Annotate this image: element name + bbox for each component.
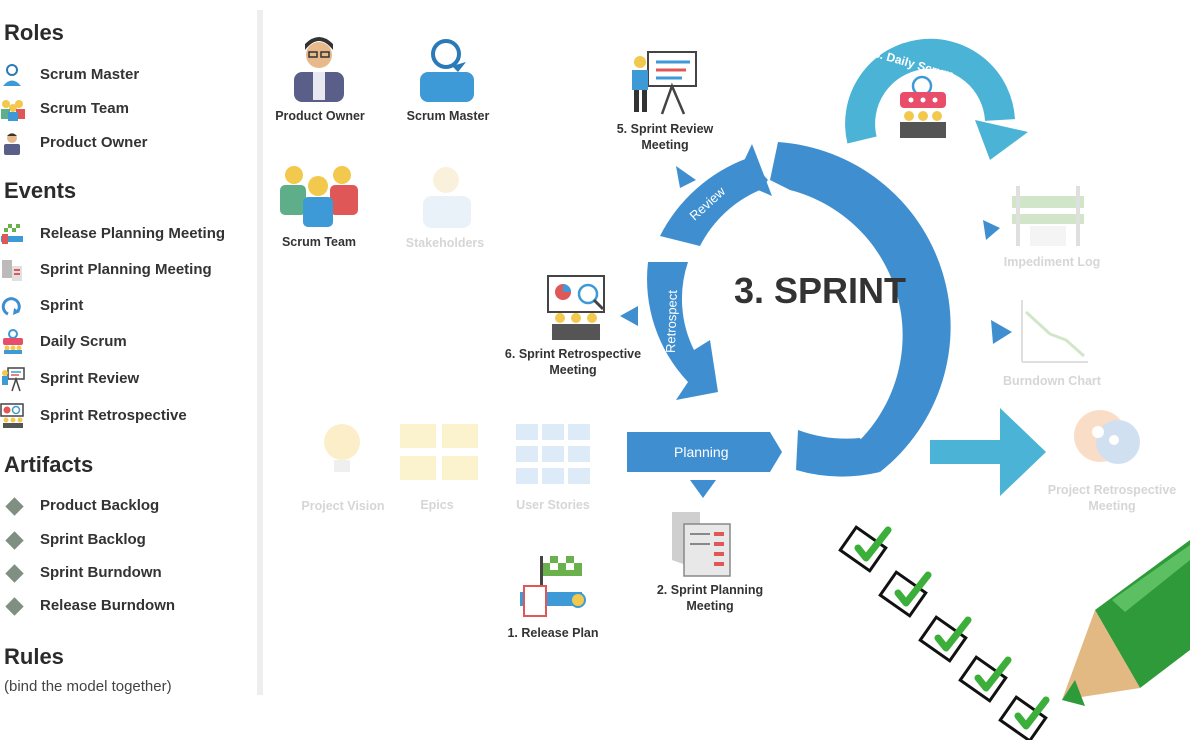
role-item-scrum-master: Scrum Master: [0, 62, 139, 88]
impediment-log-icon: [1012, 186, 1084, 246]
artifact-label: Product Backlog: [40, 497, 160, 514]
scrum-master-label: Scrum Master: [406, 109, 490, 123]
role-label: Product Owner: [40, 134, 148, 151]
rules-note: (bind the model together): [4, 678, 172, 695]
event-label: Sprint Review: [40, 370, 140, 387]
project-retro-arrow: [930, 408, 1046, 496]
event-label: Daily Scrum: [40, 333, 127, 350]
impediment-log-label: Impediment Log: [1003, 255, 1101, 269]
retrospect-label: Retrospect: [662, 289, 681, 354]
daily-scrum-arrow: [845, 38, 1028, 160]
stakeholders-icon: [423, 167, 471, 228]
scrum-master-icon: [0, 62, 30, 88]
project-retro-label: Project Retrospective Meeting: [1047, 483, 1177, 513]
roles-title: Roles: [4, 20, 64, 45]
scrum-team-label: Scrum Team: [281, 235, 357, 249]
release-plan-icon: [520, 556, 586, 617]
product-owner-icon: [294, 37, 344, 102]
sprint-icon: [0, 293, 30, 319]
release-planning-icon: [0, 221, 30, 247]
role-label: Scrum Master: [40, 66, 140, 83]
artifact-label: Release Burndown: [40, 597, 176, 614]
artifact-item: Sprint Burndown: [0, 560, 162, 586]
event-item-sprint-retrospective: Sprint Retrospective: [0, 403, 187, 429]
rules-title: Rules: [4, 644, 64, 669]
daily-scrum-icon: [900, 75, 946, 138]
stakeholders-label: Stakeholders: [405, 236, 485, 250]
event-item-daily-scrum: Daily Scrum: [0, 329, 127, 355]
role-label: Scrum Team: [40, 100, 129, 117]
sprint-review-label: 5. Sprint Review Meeting: [616, 122, 714, 152]
artifact-label: Sprint Backlog: [40, 531, 146, 548]
sprint-title: 3. SPRINT: [734, 270, 907, 311]
artifact-label: Sprint Burndown: [40, 564, 162, 581]
checklist-icon: [838, 525, 1050, 740]
planning-segment: [627, 432, 782, 472]
artifact-item: Release Burndown: [0, 593, 175, 619]
sprint-retrospective-icon: [0, 403, 30, 429]
event-item-release-planning: Release Planning Meeting: [0, 221, 225, 247]
event-item-sprint-planning: Sprint Planning Meeting: [0, 257, 212, 283]
user-stories-label: User Stories: [516, 498, 590, 512]
project-vision-icon: [324, 424, 360, 472]
role-item-scrum-team: Scrum Team: [0, 96, 129, 122]
scrum-master-icon: [420, 39, 474, 102]
artifact-item: Product Backlog: [0, 493, 159, 519]
sprint-planning-label: 2. Sprint Planning Meeting: [656, 583, 764, 613]
scrum-team-icon: [280, 166, 358, 227]
artifact-item: Sprint Backlog: [0, 527, 146, 553]
sprint-retro-label: 6. Sprint Retrospective Meeting: [504, 347, 642, 377]
sprint-review-icon: [632, 51, 697, 115]
product-owner-icon: [0, 130, 30, 156]
retrospect-segment: [647, 262, 718, 400]
sprint-planning-icon: [672, 512, 731, 577]
product-owner-label: Product Owner: [275, 109, 365, 123]
scrum-team-icon: [0, 96, 30, 122]
event-item-sprint-review: Sprint Review: [0, 366, 139, 392]
panel-divider: [257, 10, 263, 695]
events-title: Events: [4, 178, 77, 203]
role-item-product-owner: Product Owner: [0, 130, 148, 156]
event-label: Release Planning Meeting: [40, 225, 226, 242]
burndown-chart-icon: [1021, 300, 1088, 363]
event-label: Sprint Retrospective: [40, 407, 187, 424]
epics-icon: [400, 424, 478, 480]
epics-label: Epics: [420, 498, 454, 512]
event-label: Sprint Planning Meeting: [40, 261, 212, 278]
sprint-cycle: [627, 142, 951, 477]
artifacts-title: Artifacts: [4, 452, 94, 477]
event-label: Sprint: [40, 297, 84, 314]
pointer-triangles: [620, 166, 1012, 498]
pencil-icon: [1062, 540, 1190, 706]
event-item-sprint: Sprint: [0, 293, 83, 319]
project-vision-label: Project Vision: [301, 499, 385, 513]
sprint-retrospective-icon: [547, 275, 605, 340]
burndown-chart-label: Burndown Chart: [1003, 374, 1101, 388]
daily-scrum-icon: [0, 329, 30, 355]
sprint-review-icon: [0, 366, 30, 392]
user-stories-icon: [516, 424, 590, 484]
project-retro-icon: [1074, 410, 1140, 464]
sprint-planning-icon: [0, 257, 30, 283]
implementation-segment: [770, 142, 951, 472]
release-plan-label: 1. Release Plan: [507, 626, 599, 640]
planning-label: Planning: [674, 444, 729, 460]
